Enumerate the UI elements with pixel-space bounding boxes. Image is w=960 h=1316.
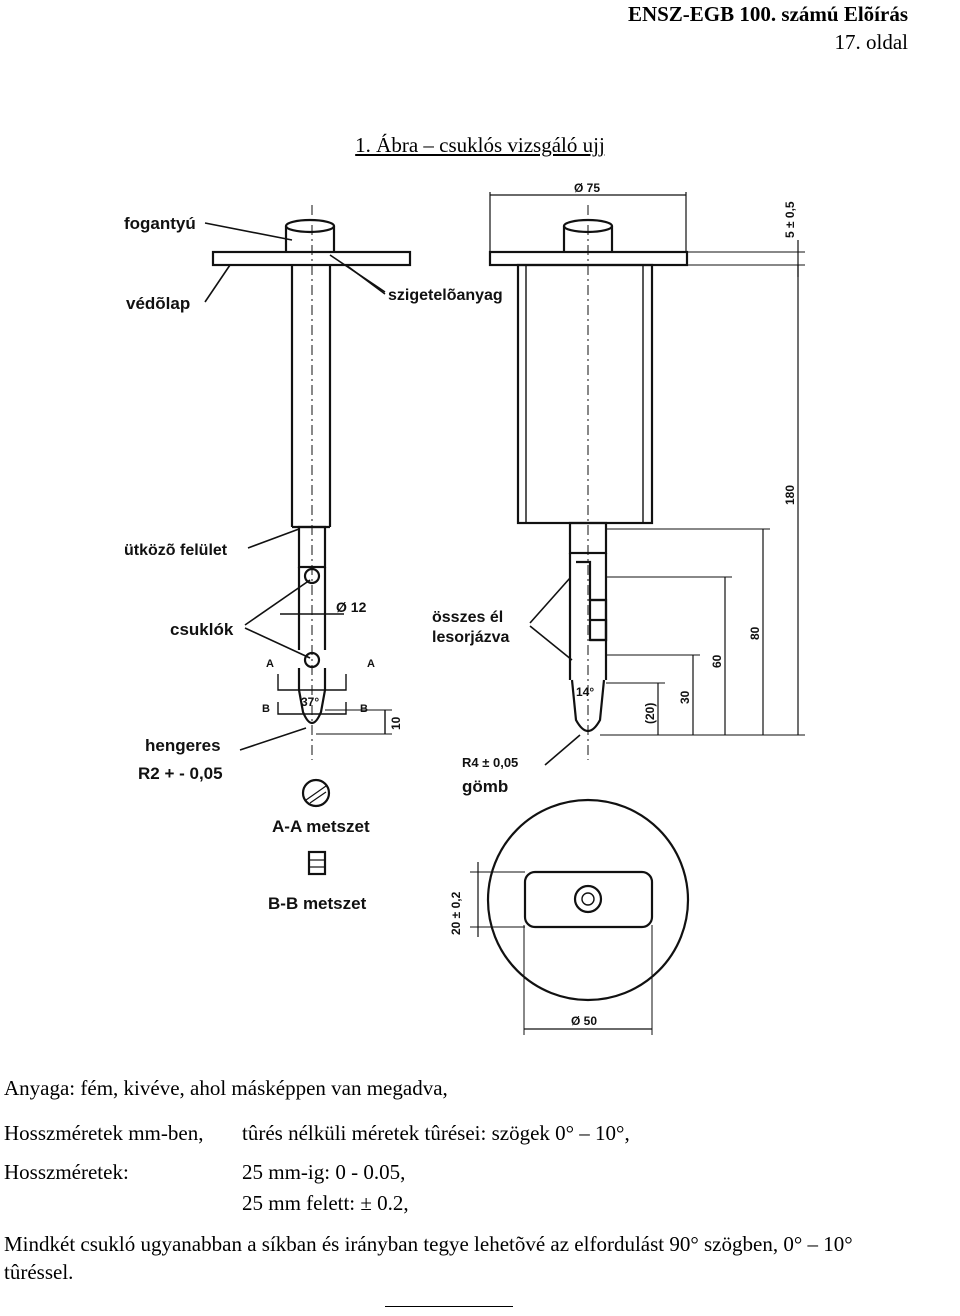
plan-view-slot (523, 870, 654, 929)
label-section-aa: A-A metszet (272, 817, 370, 836)
length-unit-note: Hosszméretek mm-ben, (4, 1121, 204, 1145)
section-bb-symbol (307, 850, 327, 876)
label-dia12: Ø 12 (336, 599, 367, 615)
finger-tip (297, 689, 327, 725)
label-stop-surface: ütközõ felület (124, 542, 228, 559)
plan-view-circle (486, 798, 690, 1002)
label-handle: fogantyú (124, 214, 196, 233)
label-dim-60: 60 (710, 654, 724, 668)
label-sphere: gömb (462, 777, 508, 796)
label-section-bb: B-B metszet (268, 894, 367, 913)
label-r2: R2 + - 0,05 (138, 764, 223, 783)
label-angle-37: 37° (301, 695, 319, 709)
mark-a-left: A (266, 658, 274, 670)
label-dim-180: 180 (783, 485, 797, 505)
figure-title-text: 1. Ábra – csuklós vizsgáló ujj (355, 133, 605, 157)
label-dim-10: 10 (389, 716, 403, 730)
label-dia50: Ø 50 (571, 1014, 597, 1028)
label-dim-20: (20) (643, 703, 657, 724)
label-all-edges: összes él (432, 609, 503, 626)
footer-rule (385, 1306, 513, 1307)
label-guard-plate: védõlap (126, 294, 190, 313)
label-joints: csuklók (170, 620, 234, 639)
document-title: ENSZ-EGB 100. számú Elõírás (627, 2, 908, 26)
mark-a-right: A (367, 658, 375, 670)
handle-top (284, 218, 336, 234)
label-angle-14: 14° (576, 685, 594, 699)
mark-b-right: B (360, 703, 368, 715)
label-insulating: szigetelõanyag (388, 287, 503, 304)
joint-requirement: Mindkét csukló ugyanabban a síkban és ir… (4, 1232, 853, 1256)
tolerance-up-to-25: 25 mm-ig: 0 - 0.05, (242, 1160, 406, 1184)
tolerance-over-25: 25 mm felett: ± 0.2, (242, 1191, 409, 1215)
label-cylindrical: hengeres (145, 736, 221, 755)
section-aa-symbol (301, 778, 331, 808)
mark-b-left: B (262, 703, 270, 715)
length-label: Hosszméretek: (4, 1160, 129, 1184)
figure-title: 1. Ábra – csuklós vizsgáló ujj (0, 133, 960, 158)
insulating-body (516, 263, 654, 525)
label-dim-80: 80 (748, 626, 762, 640)
label-tol-5: 5 ± 0,5 (783, 201, 797, 238)
label-tol-20: 20 ± 0,2 (449, 891, 463, 935)
label-dim-30: 30 (678, 690, 692, 704)
joint-requirement-cont: tûréssel. (4, 1260, 74, 1284)
label-deburred: lesorjázva (432, 629, 509, 646)
label-r4: R4 ± 0,05 (462, 755, 518, 770)
material-note: Anyaga: fém, kivéve, ahol másképpen van … (4, 1076, 448, 1100)
technical-drawing: fogantyú védõlap szigetelõanyag ütközõ f… (124, 181, 805, 1035)
tolerance-note: tûrés nélküli méretek tûrései: szögek 0°… (242, 1121, 630, 1145)
page-number: 17. oldal (834, 30, 909, 54)
label-dia75: Ø 75 (574, 181, 600, 195)
